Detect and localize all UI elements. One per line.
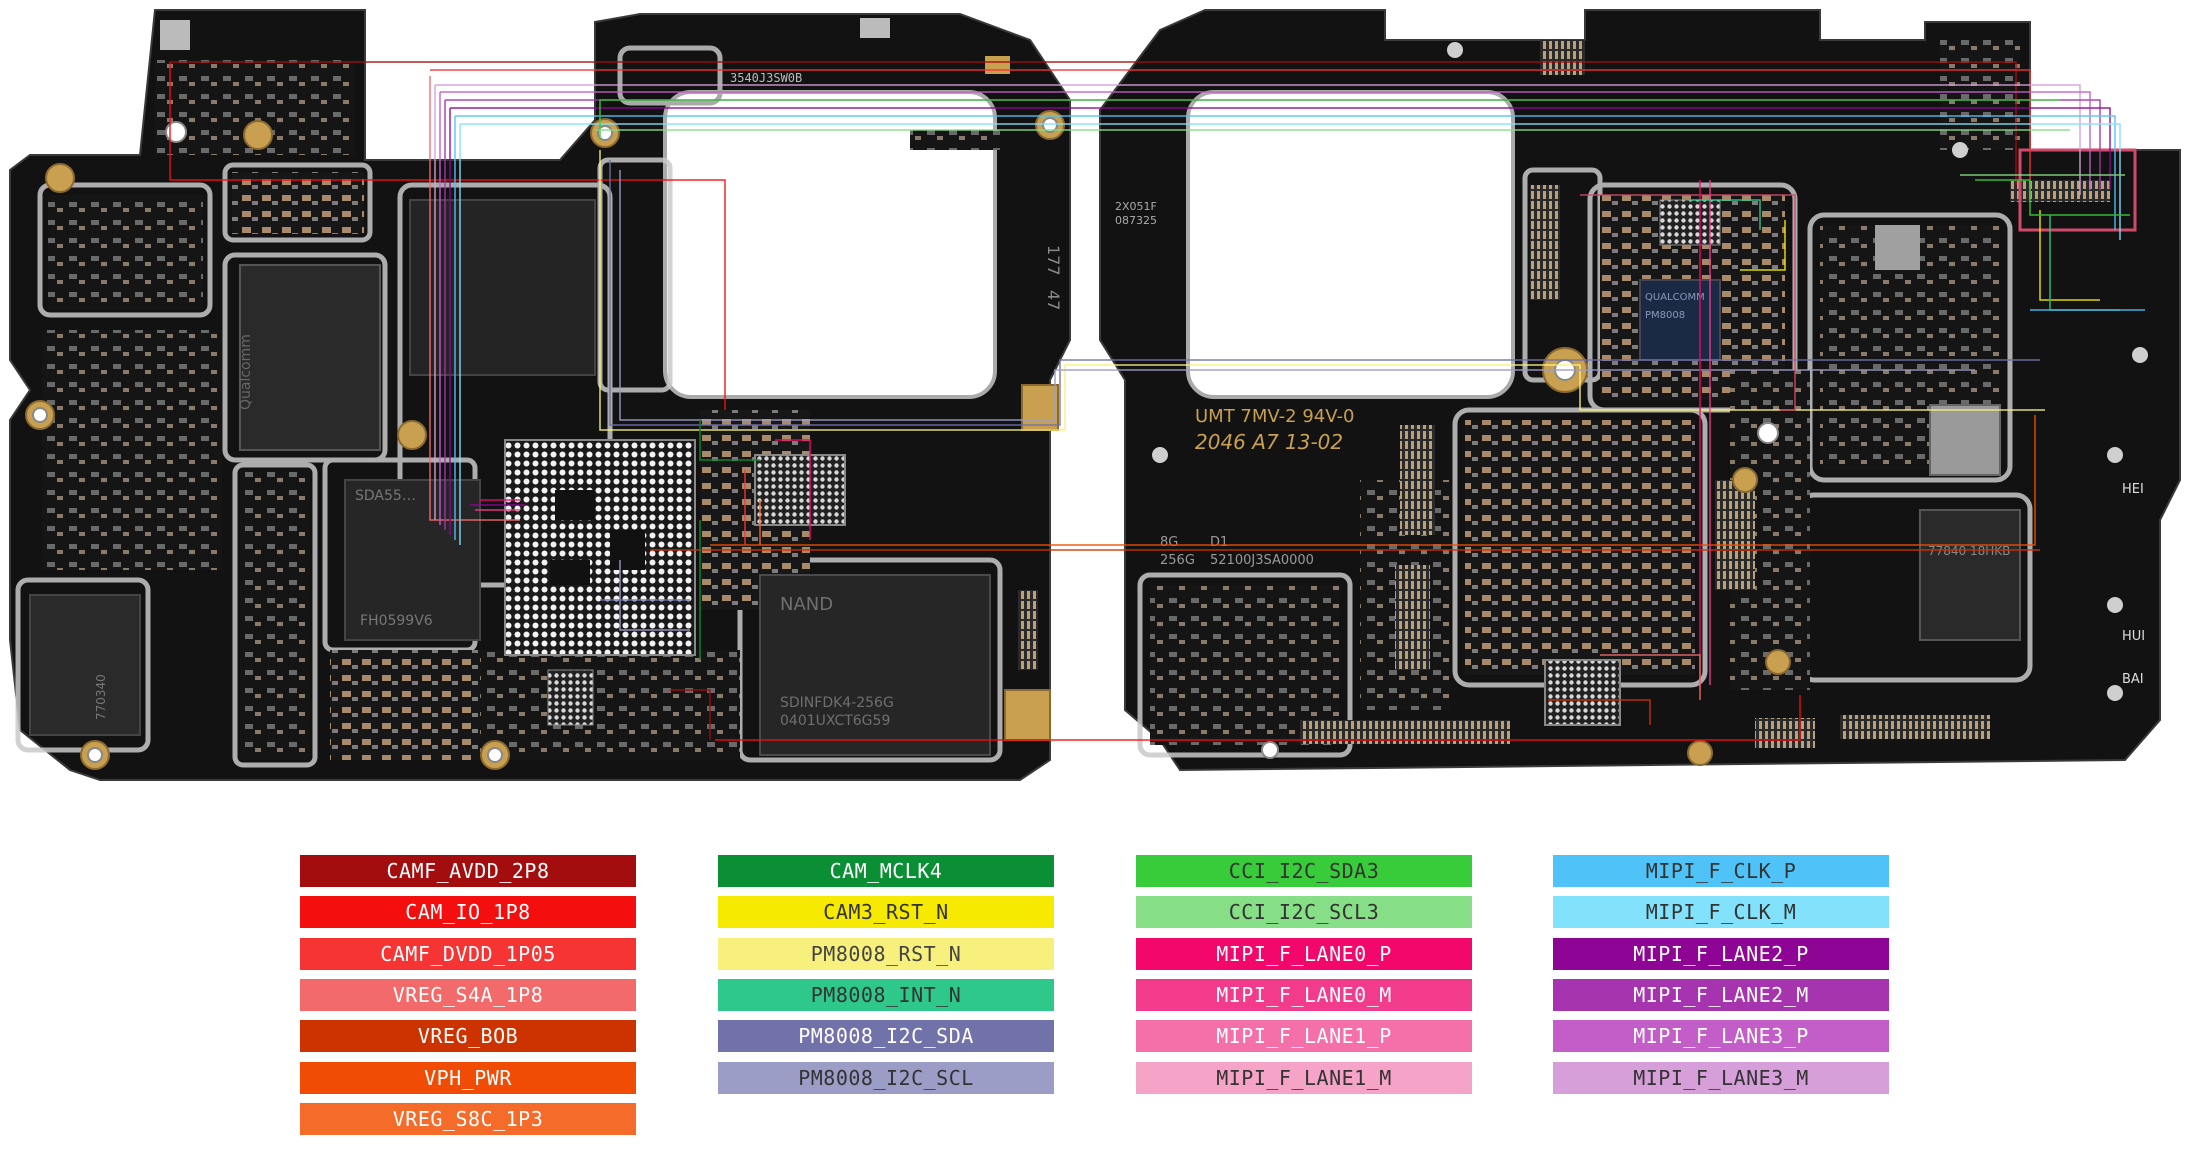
legend-item-mipi-f-lane0-p: MIPI_F_LANE0_P [1136,937,1472,970]
legend-item-mipi-f-lane3-m: MIPI_F_LANE3_M [1553,1061,1889,1094]
legend-item-mipi-f-lane2-p: MIPI_F_LANE2_P [1553,937,1889,970]
chip-code: 77840 18HKB [1928,544,2010,558]
legend-item-cam3-rst-n: CAM3_RST_N [718,896,1054,929]
legend-item-mipi-f-clk-m: MIPI_F_CLK_M [1553,896,1889,929]
legend-item-vreg-s8c-1p3: VREG_S8C_1P3 [300,1102,636,1135]
nand-label: NAND [780,594,833,615]
nand-part: SDINFDK4-256G [780,695,894,711]
signal-traces [169,61,2145,741]
cpu-marking: SDA55… [355,488,416,504]
pmic-chip [1639,279,1721,361]
legend-item-pm8008-i2c-scl: PM8008_I2C_SCL [718,1061,1054,1094]
umt-line2: 2046 A7 13-02 [1195,430,1343,454]
serial-number: 52100J3SA0000 [1210,553,1314,568]
pmic-vendor: QUALCOMM [1645,292,1705,303]
pcb-code-2: 087325 [1115,214,1157,227]
ram-code: 770340 [94,674,108,720]
side-47: 47 [1044,290,1063,310]
pmic-code: PM8008 [1645,310,1685,321]
legend-item-vreg-s4a-1p8: VREG_S4A_1P8 [300,978,636,1011]
legend-item-mipi-f-lane1-p: MIPI_F_LANE1_P [1136,1020,1472,1053]
top-code: 3540J3SW0B [730,71,802,85]
legend-item-cam-io-1p8: CAM_IO_1P8 [300,896,636,929]
legend-item-mipi-f-lane1-m: MIPI_F_LANE1_M [1136,1061,1472,1094]
ram-size: 8G [1160,535,1178,550]
pcb-code-1: 2X051F [1115,200,1157,213]
soc-bga-pads [504,439,696,656]
d1-mark: D1 [1210,535,1228,550]
legend-item-pm8008-rst-n: PM8008_RST_N [718,937,1054,970]
label-hui: HUI [2122,629,2145,644]
legend-item-pm8008-int-n: PM8008_INT_N [718,978,1054,1011]
left-board: Qualcomm SDA55… FH0599V6 770340 NAND SDI… [9,9,1071,781]
right-board: QUALCOMM PM8008 77840 18HKB UMT 7MV-2 94… [1099,9,2181,772]
legend-item-camf-dvdd-1p05: CAMF_DVDD_1P05 [300,937,636,970]
umt-line1: UMT 7MV-2 94V-0 [1195,406,1354,427]
label-hei: HEI [2122,482,2144,497]
nand-code: 0401UXCT6G59 [780,713,890,729]
nand-chip [759,574,991,756]
legend-item-mipi-f-lane0-m: MIPI_F_LANE0_M [1136,978,1472,1011]
legend-item-cci-i2c-scl3: CCI_I2C_SCL3 [1136,896,1472,929]
qualcomm-mark: Qualcomm [238,334,254,410]
legend-item-pm8008-i2c-sda: PM8008_I2C_SDA [718,1020,1054,1053]
legend-item-cci-i2c-sda3: CCI_I2C_SDA3 [1136,855,1472,887]
cpu-code: FH0599V6 [360,613,433,629]
legend-item-mipi-f-clk-p: MIPI_F_CLK_P [1553,855,1889,887]
rom-size: 256G [1160,553,1195,568]
side-177: 177 [1044,245,1063,276]
legend-item-camf-avdd-2p8: CAMF_AVDD_2P8 [300,855,636,887]
legend-item-vreg-bob: VREG_BOB [300,1020,636,1053]
legend-item-mipi-f-lane2-m: MIPI_F_LANE2_M [1553,978,1889,1011]
legend-item-mipi-f-lane3-p: MIPI_F_LANE3_P [1553,1020,1889,1053]
legend-item-cam-mclk4: CAM_MCLK4 [718,855,1054,887]
schematic-board-photo: Qualcomm SDA55… FH0599V6 770340 NAND SDI… [9,9,2181,781]
label-bai: BAI [2122,672,2144,687]
legend-item-vph-pwr: VPH_PWR [300,1061,636,1094]
